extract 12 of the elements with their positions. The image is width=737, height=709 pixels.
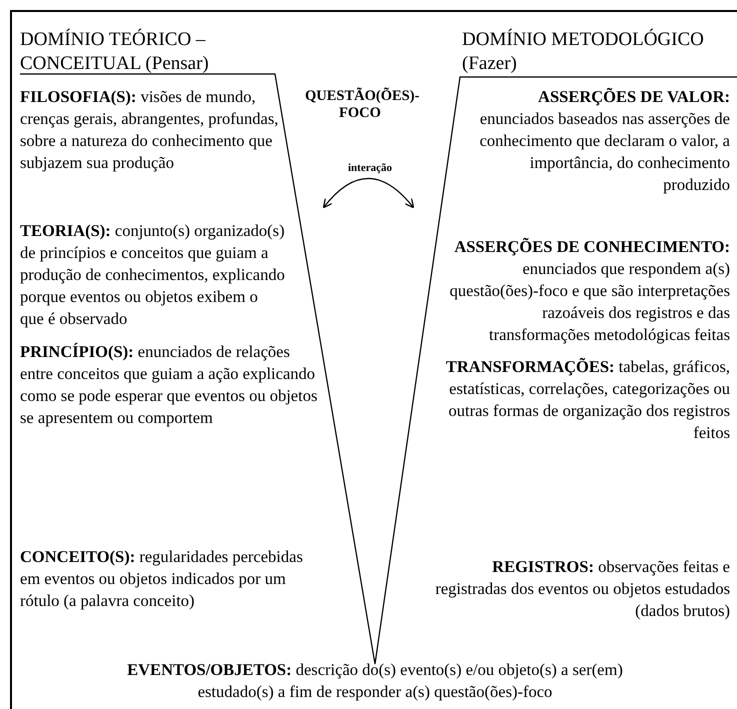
interaction-label: interação bbox=[347, 162, 393, 174]
definition-text: CONCEITO(S): regularidades percebidas em eventos ou objetos indicados por um rótulo (a palavra conceito) bbox=[20, 546, 304, 612]
definition-text: EVENTOS/OBJETOS: descrição do(s) evento(s) e/ou objeto(s) a ser(em) estudado(s) a fim de responder a(s) questão(ões)-foco bbox=[126, 659, 624, 703]
definition-text: TRANSFORMAÇÕES: tabelas, gráficos, estatísticas, correlações, categorizações ou outras formas de organização dos registros feitos bbox=[444, 356, 730, 444]
definition-text: ASSERÇÕES DE CONHECIMENTO: enunciados que respondem a(s) questão(ões)-foco e que são interpretações razoáveis dos registros e das transformações metodológicas feitas bbox=[448, 236, 730, 346]
domain-heading: DOMÍNIO METODOLÓGICO (Fazer) bbox=[462, 28, 705, 76]
definition-text: TEORIA(S): conjunto(s) organizado(s) de princípios e conceitos que guiam a produção de conhecimentos, explicando porque eventos ou objetos exibem o que é observado bbox=[20, 220, 285, 330]
domain-heading: DOMÍNIO TEÓRICO – CONCEITUAL (Pensar) bbox=[20, 28, 210, 76]
definition-text: REGISTROS: observações feitas e registradas dos eventos ou objetos estudados (dados brutos) bbox=[434, 556, 730, 622]
definition-text: ASSERÇÕES DE VALOR: enunciados baseados nas asserções de conhecimento que declaram o valor, a importância, do conhecimento produzido bbox=[478, 86, 730, 196]
definition-text: PRINCÍPIO(S): enunciados de relações entre conceitos que guiam a ação explicando como se pode esperar que eventos ou objetos se apresentem ou comportem bbox=[20, 341, 318, 429]
definition-text: FILOSOFIA(S): visões de mundo, crenças gerais, abrangentes, profundas, sobre a natureza do conhecimento que subjazem sua produção bbox=[20, 86, 280, 174]
